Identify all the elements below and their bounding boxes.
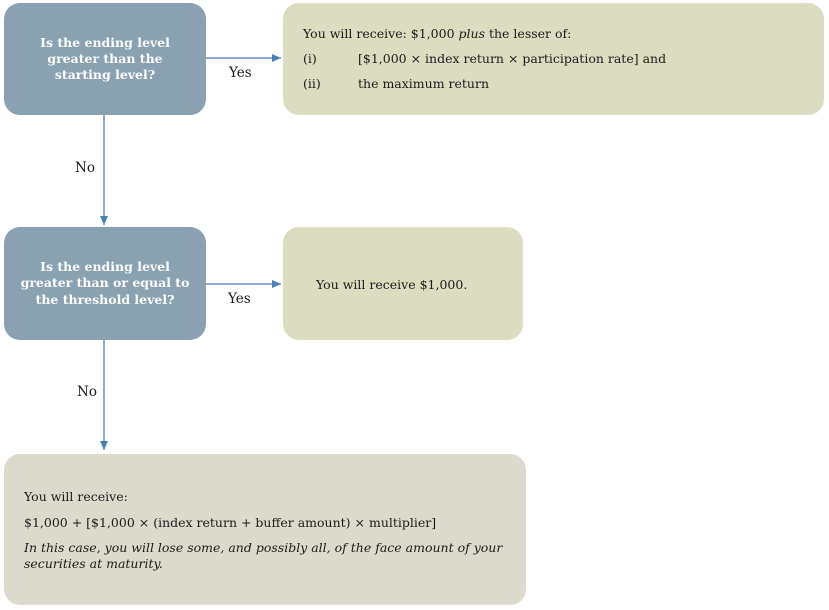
result-1-lead: You will receive: $1,000: [303, 26, 455, 41]
yes-label-1: Yes: [229, 65, 252, 81]
question-2-text: Is the ending level greater than or equa…: [20, 259, 190, 307]
question-2-box: Is the ending level greater than or equa…: [4, 227, 206, 340]
result-1-heading: You will receive: $1,000 plus the lesser…: [303, 26, 571, 41]
result-1-item-text-ii: the maximum return: [358, 76, 489, 91]
result-1-box: You will receive: $1,000 plus the lesser…: [283, 3, 824, 115]
result-3-line-2: $1,000 + [$1,000 × (index return + buffe…: [24, 515, 437, 530]
question-1-text: Is the ending level greater than the sta…: [40, 34, 170, 83]
yes-label-2: Yes: [228, 291, 251, 307]
result-3-line-1: You will receive:: [24, 489, 128, 504]
result-1-tail: the lesser of:: [488, 26, 572, 41]
question-1-box: Is the ending level greater than the sta…: [4, 3, 206, 115]
result-3-box: You will receive: $1,000 + [$1,000 × (in…: [4, 454, 526, 605]
result-1-item-marker-i: (i): [303, 51, 317, 66]
result-1-plus: plus: [458, 26, 485, 41]
result-3-note-line-1: In this case, you will lose some, and po…: [24, 540, 503, 555]
result-2-text: You will receive $1,000.: [316, 277, 468, 292]
result-2-box: You will receive $1,000.: [283, 227, 523, 340]
no-label-2: No: [77, 384, 97, 400]
no-label-1: No: [75, 160, 95, 176]
result-1-item-text-i: [$1,000 × index return × participation r…: [358, 51, 667, 66]
result-1-item-marker-ii: (ii): [303, 76, 321, 91]
result-3-note-line-2: securities at maturity.: [24, 556, 163, 571]
